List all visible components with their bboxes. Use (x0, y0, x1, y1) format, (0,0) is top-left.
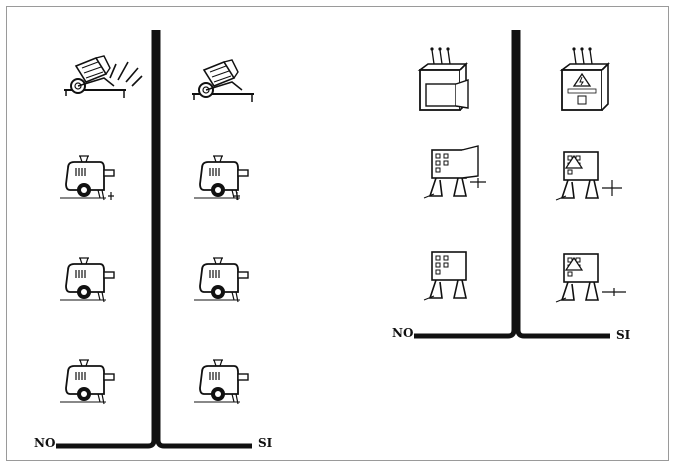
board-si-icon-1 (556, 152, 622, 200)
mixer-si-icon (192, 60, 254, 102)
left-label-no: NO (34, 437, 55, 449)
right-label-si: SI (616, 329, 630, 341)
generator-si-icon-1 (194, 156, 248, 200)
board-no-icon-2 (424, 252, 466, 300)
generator-si-icon-2 (194, 258, 248, 302)
right-label-no: NO (392, 327, 413, 339)
cabinet-si-icon (562, 47, 608, 110)
generator-si-icon-3 (194, 360, 248, 404)
mixer-no-icon (64, 56, 142, 98)
board-si-icon-2 (556, 254, 626, 302)
left-label-si: SI (258, 437, 272, 449)
generator-no-icon-3 (60, 360, 114, 404)
cabinet-no-icon (420, 47, 468, 110)
generator-no-icon-2 (60, 258, 114, 302)
generator-no-icon-1 (60, 156, 114, 200)
board-no-icon-1 (424, 146, 486, 198)
